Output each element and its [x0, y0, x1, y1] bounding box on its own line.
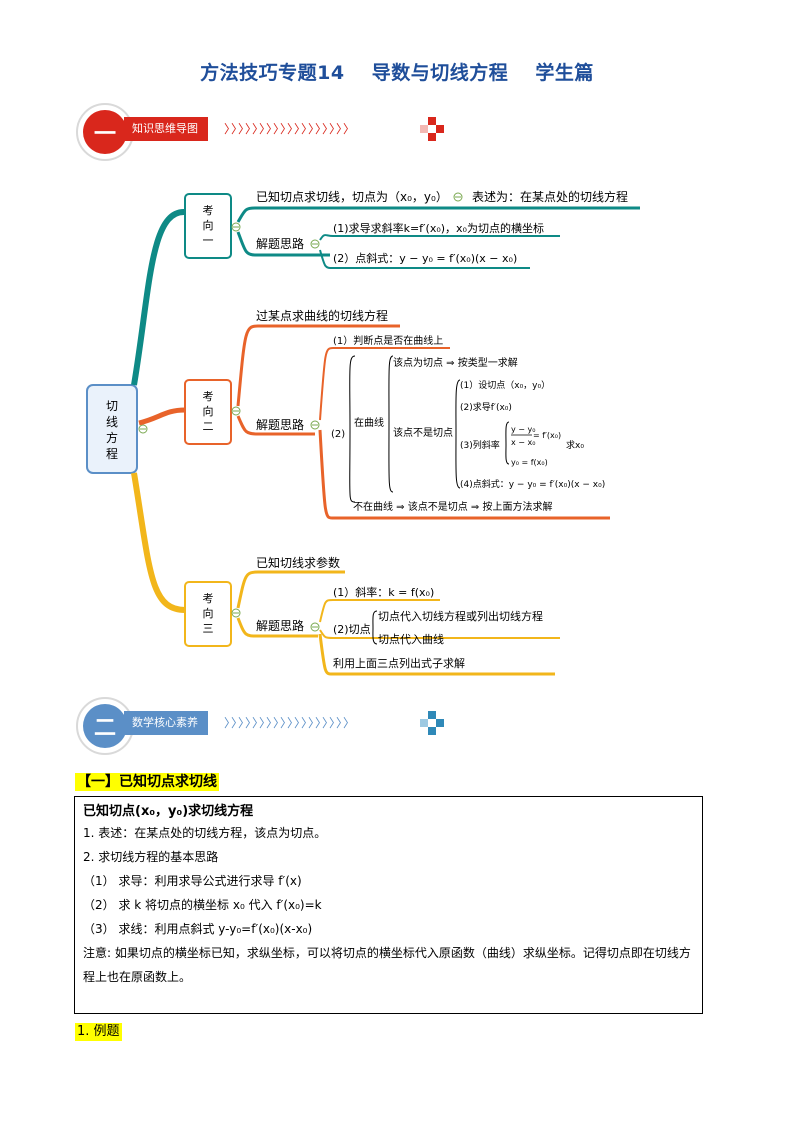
title-suffix: 学生篇: [535, 62, 594, 84]
k1-top-note: 表述为：在某点处的切线方程: [472, 189, 628, 204]
example-heading: 1. 例题: [75, 1023, 122, 1041]
decor-square-icon: [428, 117, 436, 125]
decor-square-icon: [436, 719, 444, 727]
k1-char: 向: [203, 218, 214, 232]
box-line: （1） 求导：利用求导公式进行求导 f′(x): [83, 874, 302, 888]
k1-top-text: 已知切点求切线，切点为（x₀，y₀）: [256, 190, 448, 204]
k2-is-tangent: 该点为切点 ⇒ 按类型一求解: [393, 356, 518, 369]
k2-frac-den: x − x₀: [511, 438, 535, 447]
k3-tangent-pt: (2)切点: [333, 623, 371, 636]
k3-top-text: 已知切线求参数: [256, 555, 340, 570]
decor-square-icon: [420, 125, 428, 133]
k1-char: 考: [203, 204, 214, 217]
box-line: （2） 求 k 将切点的横坐标 x₀ 代入 f′(x₀)=k: [83, 898, 322, 912]
k2-not-tangent: 该点不是切点: [393, 426, 453, 439]
box-note: 注意: 如果切点的横坐标已知，求纵坐标，可以将切点的横坐标代入原函数（曲线）求纵…: [83, 946, 691, 984]
branch-orange: [138, 407, 186, 426]
page-title: 方法技巧专题14 导数与切线方程 学生篇: [0, 58, 794, 85]
banner-label: 数学核心素养: [124, 711, 208, 735]
k2-s3: (3)列斜率: [460, 439, 500, 451]
banner-number: 二: [83, 704, 127, 748]
chevron-right-icon: 〉〉〉〉〉〉〉〉〉〉〉〉〉〉〉〉〉〉: [224, 122, 357, 136]
k2-approach-line: [236, 415, 315, 436]
root-node: [86, 384, 138, 474]
node-k3: [184, 581, 232, 647]
banner-label: 知识思维导图: [124, 117, 208, 141]
k2-judge: (1）判断点是否在曲线上: [333, 334, 443, 347]
k3-char: 考: [203, 592, 214, 605]
k1-approach: 解题思路: [256, 236, 304, 251]
decor-square-icon: [436, 125, 444, 133]
decor-square-icon: [428, 133, 436, 141]
k3-char: 三: [203, 622, 214, 635]
k2-approach: 解题思路: [256, 417, 304, 432]
box-line: （3） 求线：利用点斜式 y-y₀=f′(x₀)(x-x₀): [83, 922, 313, 936]
root-char: 程: [106, 446, 118, 461]
k2-char: 考: [203, 390, 214, 403]
section-banner-2: 二 数学核心素养 〉〉〉〉〉〉〉〉〉〉〉〉〉〉〉〉〉〉: [76, 697, 446, 755]
root-char: 切: [106, 399, 118, 413]
k3-tp1: 切点代入切线方程或列出切线方程: [378, 609, 543, 623]
branch-teal: [131, 208, 186, 386]
decor-square-icon: [428, 711, 436, 719]
k2-top-line: [236, 324, 400, 407]
root-char: 方: [106, 430, 118, 445]
branch-yellow: [131, 472, 186, 613]
k2-off-curve: 不在曲线 ⇒ 该点不是切点 ⇒ 按上面方法求解: [353, 500, 552, 513]
k2-two: (2): [331, 429, 345, 440]
chevron-right-icon: 〉〉〉〉〉〉〉〉〉〉〉〉〉〉〉〉〉〉: [224, 716, 357, 730]
title-prefix: 方法技巧专题14: [200, 62, 345, 84]
box-line: 1. 表述：在某点处的切线方程，该点为切点。: [83, 826, 327, 840]
k1-top-line: [236, 206, 640, 223]
k2-frac-num: y − y₀: [511, 425, 535, 434]
k1-step2: (2）点斜式：y − y₀ = f′(x₀)(x − x₀): [333, 252, 517, 265]
decor-square-icon: [420, 719, 428, 727]
box-title: 已知切点(x₀，y₀)求切线方程: [83, 804, 254, 819]
k3-top-line: [236, 570, 345, 609]
section-banner-1: 一 知识思维导图 〉〉〉〉〉〉〉〉〉〉〉〉〉〉〉〉〉〉: [76, 103, 446, 161]
k2-frac-eq: = f′(x₀): [533, 431, 561, 440]
k3-tp2: 切点代入曲线: [378, 632, 444, 646]
root-char: 线: [106, 415, 118, 429]
banner-number: 一: [83, 110, 127, 154]
k2-char: 向: [203, 404, 214, 418]
k2-on-curve: 在曲线: [354, 416, 384, 429]
box-line: 2. 求切线方程的基本思路: [83, 850, 219, 864]
k3-slope: (1）斜率：k = f(x₀): [333, 585, 434, 599]
k3-combine: 利用上面三点列出式子求解: [333, 656, 465, 670]
k2-s3b: y₀ = f(x₀): [511, 458, 548, 467]
node-k2: [184, 379, 232, 445]
decor-square-icon: [428, 727, 436, 735]
k3-char: 向: [203, 606, 214, 620]
k2-top-text: 过某点求曲线的切线方程: [256, 308, 388, 323]
k2-s4: (4)点斜式：y − y₀ = f′(x₀)(x − x₀): [460, 478, 605, 490]
k3-approach: 解题思路: [256, 618, 304, 633]
mind-map: 切 线 方 程 考 向 一 已知切点求切线，切点为（x₀，y₀） 表述为：在某点…: [86, 189, 640, 676]
title-main: 导数与切线方程: [371, 62, 509, 84]
k1-char: 一: [203, 234, 214, 247]
k2-s1: (1）设切点（x₀，y₀）: [460, 380, 550, 391]
k1-approach-line: [236, 231, 330, 257]
content-box: 已知切点(x₀，y₀)求切线方程 1. 表述：在某点处的切线方程，该点为切点。 …: [74, 796, 703, 1014]
k2-char: 二: [203, 420, 214, 433]
node-k1: [184, 193, 232, 259]
k1-step1: (1)求导求斜率k=f′(x₀)，x₀为切点的横坐标: [333, 221, 544, 235]
k3-approach-line: [236, 617, 318, 638]
k2-s2: (2)求导f′(x₀): [460, 401, 512, 413]
k2-solve: 求x₀: [566, 439, 584, 451]
section-heading: 【一】已知切点求切线: [75, 773, 219, 791]
